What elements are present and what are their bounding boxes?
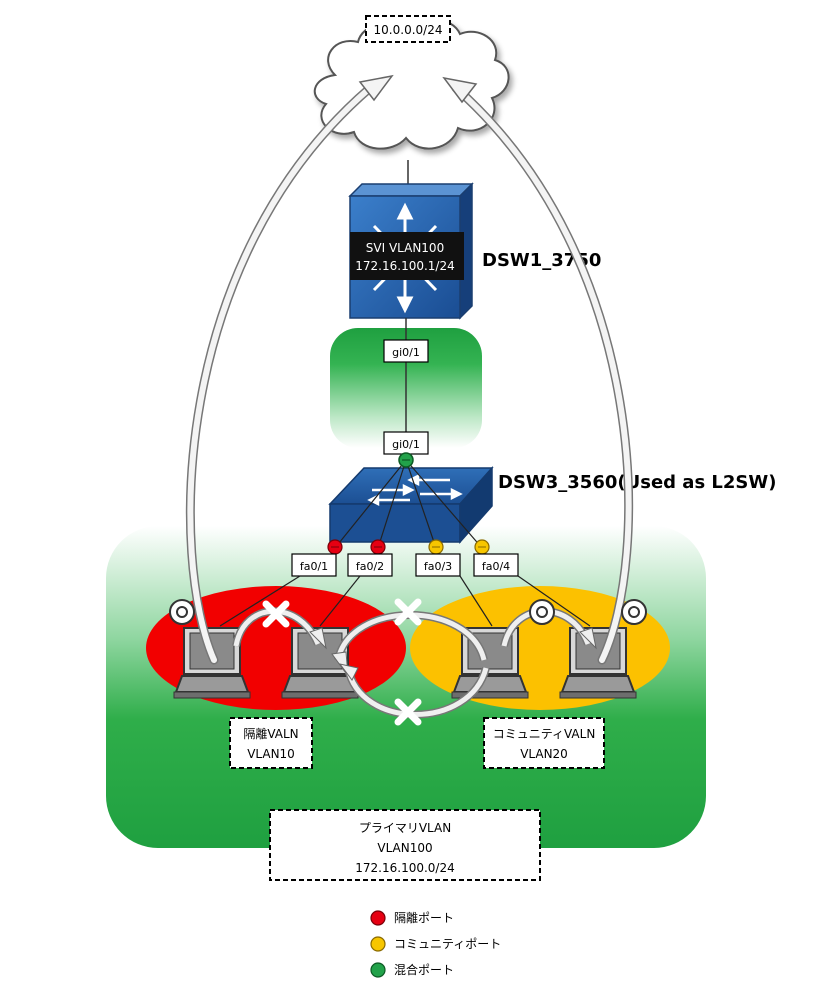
community-port-dot-4 [474,539,490,555]
isolated-vlan-line2: VLAN10 [247,747,295,761]
blocked-x-icon-2 [394,598,422,626]
port-fa3-box [415,553,461,577]
community-port-dot-3 [428,539,444,555]
legend: 隔離ポート コミュニティポート 混合ポート [370,910,501,978]
layer2-switch-icon [328,466,494,544]
port-fa4: fa0/4 [482,560,510,573]
primary-vlan-label-box [269,809,541,881]
port-fa2-box [347,553,393,577]
allowed-mark-1 [169,599,195,625]
primary-vlan-line2: VLAN100 [377,841,432,855]
legend-dot-isolated [370,910,386,926]
network-label-box [365,15,451,43]
isolated-vlan-line1: 隔離VALN [243,727,298,741]
allowed-mark-3 [621,599,647,625]
fanout-links [334,459,483,549]
community-vlan-line2: VLAN20 [520,747,568,761]
community-vlan-line1: コミュニティVALN [493,727,596,741]
primary-vlan-line1: プライマリVLAN [359,821,451,835]
legend-dot-promiscuous [370,962,386,978]
port-fa1-box [291,553,337,577]
legend-label-promiscuous: 混合ポート [394,962,454,977]
traffic-arrow-right [442,76,634,665]
legend-item-community: コミュニティポート [370,936,501,952]
legend-label-community: コミュニティポート [394,937,501,951]
isolated-port-dot-1 [327,539,343,555]
dsw1-name: DSW1_3750 [482,250,601,271]
port-fa1: fa0/1 [300,560,328,573]
isolated-port-dot-2 [370,539,386,555]
legend-item-isolated: 隔離ポート [370,910,454,926]
port-fa2: fa0/2 [356,560,384,573]
blocked-x-icon-1 [262,600,290,628]
primary-vlan-line3: 172.16.100.0/24 [355,861,454,875]
access-links [219,575,591,627]
laptop-icon-3 [451,627,529,699]
blocked-x-icon-3 [394,698,422,726]
port-dsw1-uplink-box [383,339,429,363]
legend-item-promiscuous: 混合ポート [370,962,454,978]
port-dsw1-uplink: gi0/1 [392,346,420,359]
network-label: 10.0.0.0/24 [374,23,443,37]
port-fa4-box [473,553,519,577]
svi-label-box [350,232,464,280]
legend-dot-community [370,936,386,952]
blocked-arrow-cross-bottom [338,663,490,719]
port-fa3: fa0/3 [424,560,452,573]
svi-label-line2: 172.16.100.1/24 [355,259,454,273]
isolated-vlan-label-box [229,717,313,769]
traffic-arrow-left [185,74,394,665]
allowed-mark-2 [529,599,555,625]
legend-label-isolated: 隔離ポート [394,911,454,925]
svi-label-line1: SVI VLAN100 [366,241,444,255]
port-dsw3-uplink: gi0/1 [392,438,420,451]
community-vlan-label-box [483,717,605,769]
laptop-icon-4 [559,627,637,699]
dsw3-name: DSW3_3560(Used as L2SW) [498,472,776,493]
